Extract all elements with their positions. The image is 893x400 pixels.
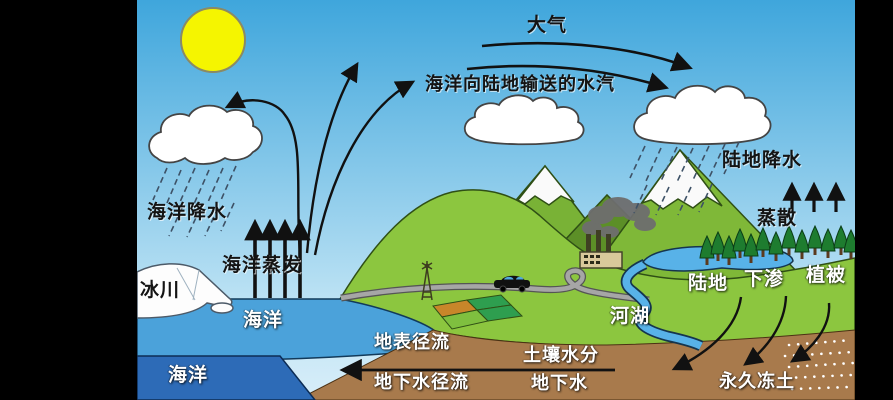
- permafrost-dots: [783, 338, 855, 391]
- ground-soil: [296, 329, 855, 400]
- road: [340, 267, 650, 304]
- rain-cloud-right-icon: [633, 84, 772, 146]
- evaporation-arrows-icon: [244, 218, 311, 298]
- windmill-icon: [421, 261, 433, 301]
- car-icon: [494, 275, 530, 293]
- rising-vapor-arrows-icon: [224, 61, 416, 256]
- rain-ocean-icon: [152, 165, 237, 238]
- factory-icon: [579, 197, 656, 269]
- infiltration-arrows-icon: [671, 295, 831, 371]
- rain-land-icon: [629, 141, 740, 216]
- ocean-deep-water: [137, 355, 316, 400]
- smoke-icon: [582, 197, 656, 238]
- glacier-icon: [137, 263, 234, 319]
- water-cycle-illustration: 大气 海洋向陆地输送的水汽 陆地降水 海洋降水 海洋蒸发 蒸散 冰川 海洋 海洋…: [137, 0, 855, 400]
- snow-cap-icon: [640, 148, 723, 210]
- atmosphere-transport-arcs-icon: [466, 41, 693, 93]
- rain-cloud-left-icon: [148, 104, 263, 165]
- scene-canvas: [137, 0, 855, 400]
- evapotranspiration-arrows-icon: [782, 181, 846, 212]
- farm-fields: [432, 294, 524, 330]
- snow-cap-icon: [516, 164, 575, 206]
- cloud-icon: [463, 94, 585, 146]
- sun-icon: [180, 7, 246, 73]
